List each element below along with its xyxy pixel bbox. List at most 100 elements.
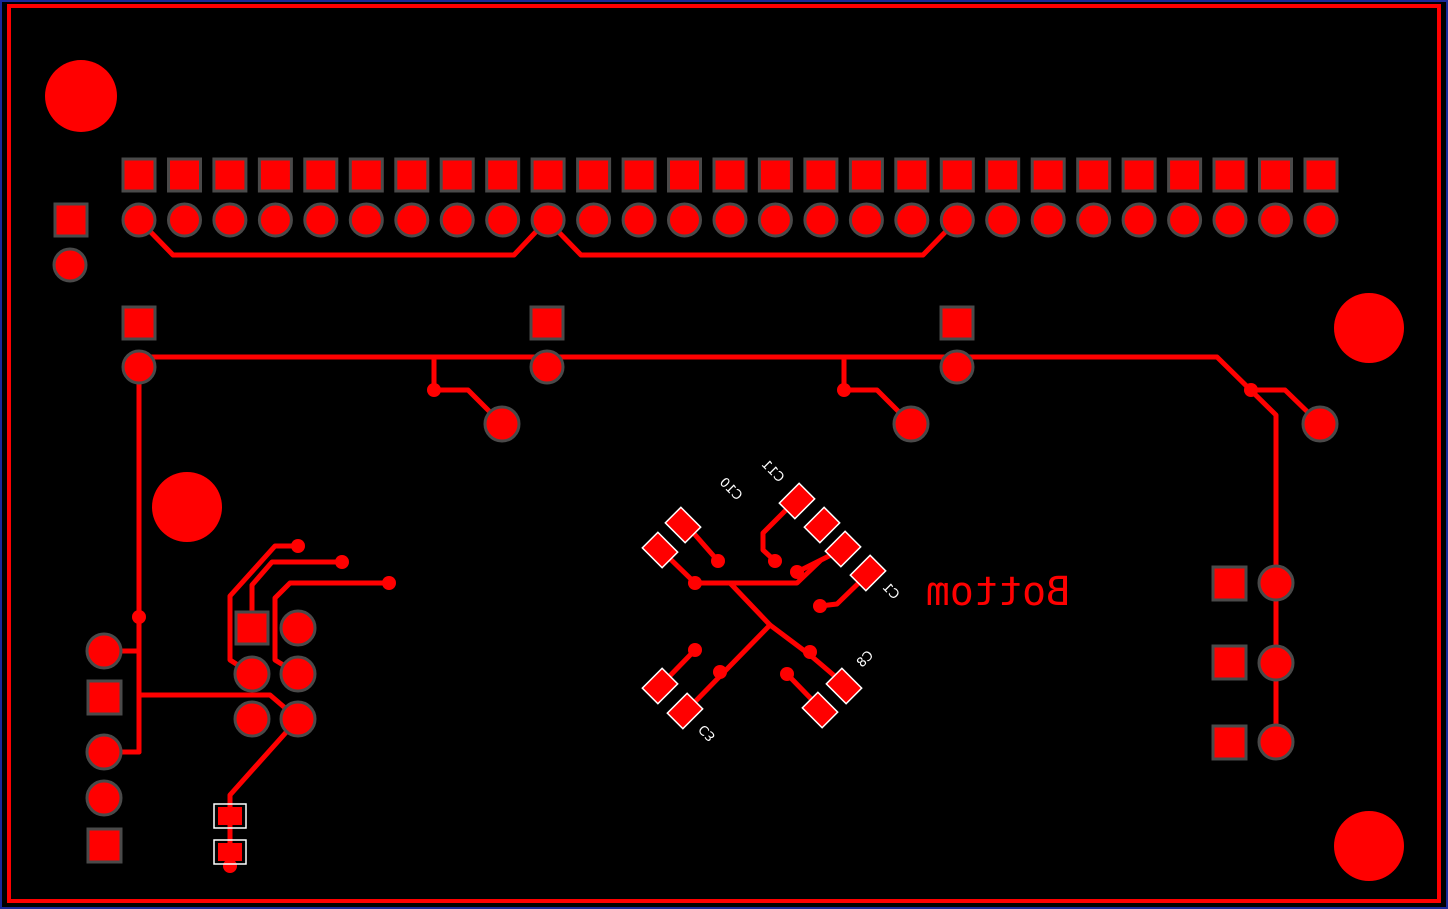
header-pad-round-15 <box>757 202 793 238</box>
silk-c1: C1 <box>879 580 902 603</box>
header-pad-square-19 <box>939 157 975 193</box>
header-pad-round-20 <box>985 202 1021 238</box>
conn-right-sq2 <box>1211 644 1248 681</box>
mounting-hole-bottom-right <box>1334 811 1404 881</box>
header-pad-round-5 <box>303 202 339 238</box>
header-pad-round-8 <box>439 202 475 238</box>
pad-square-2 <box>529 305 565 341</box>
pad-round-2 <box>529 349 565 385</box>
header-pad-square-1 <box>121 157 157 193</box>
header-pad-square-24 <box>1167 157 1203 193</box>
header-pad-round-1 <box>121 202 157 238</box>
header-pad-round-14 <box>712 202 748 238</box>
conn-right-rd3 <box>1257 723 1295 761</box>
header-pad-round-7 <box>394 202 430 238</box>
conn-right-sq3 <box>1211 724 1248 761</box>
pad-round-3 <box>939 349 975 385</box>
mounting-hole-left-middle <box>152 472 222 542</box>
header-pad-square-18 <box>894 157 930 193</box>
header-pad-square-21 <box>1030 157 1066 193</box>
pad-round-c <box>1301 405 1339 443</box>
header-pad-round-9 <box>485 202 521 238</box>
header-pad-square-14 <box>712 157 748 193</box>
header-pad-square-27 <box>1303 157 1339 193</box>
conn-right-rd1 <box>1257 564 1295 602</box>
header-pad-square-7 <box>394 157 430 193</box>
silk-c10: C10 <box>716 475 745 504</box>
header-pad-square-6 <box>348 157 384 193</box>
header-pad-square-4 <box>257 157 293 193</box>
header-pad-square-8 <box>439 157 475 193</box>
header-pad-square-16 <box>803 157 839 193</box>
silk-c11: C11 <box>758 457 787 486</box>
conn-right-rd2 <box>1257 644 1295 682</box>
header-pad-round-10 <box>530 202 566 238</box>
header-pad-round-26 <box>1258 202 1293 238</box>
pad-round-a <box>483 405 521 443</box>
hdr2x3-pin1 <box>234 610 270 646</box>
header-pad-square-22 <box>1076 157 1112 193</box>
mounting-hole-top-left <box>45 60 117 132</box>
header-pad-square-5 <box>303 157 339 193</box>
hdr2x3-pin2 <box>279 609 317 647</box>
header-pad-square-13 <box>667 157 702 193</box>
header-pad-round-13 <box>667 202 702 238</box>
header-square-pads <box>121 157 1339 193</box>
header-round-pads <box>121 202 1339 238</box>
header-pad-round-25 <box>1212 202 1248 238</box>
conn-right-sq1 <box>1211 565 1248 602</box>
header-pad-round-6 <box>348 202 384 238</box>
header-pad-square-20 <box>985 157 1021 193</box>
header-pad-square-9 <box>485 157 521 193</box>
header-pad-round-3 <box>212 202 248 238</box>
header-pad-round-4 <box>257 202 293 238</box>
header-pad-square-12 <box>621 157 657 193</box>
board-outline <box>7 4 1441 903</box>
header-pad-square-2 <box>167 157 202 193</box>
vias <box>132 383 1258 873</box>
header-pad-round-19 <box>939 202 975 238</box>
conn-left-pin4 <box>85 779 123 817</box>
component-pads <box>52 202 1339 864</box>
header-pad-round-17 <box>848 202 884 238</box>
header-pad-square-23 <box>1121 157 1157 193</box>
silk-c3: C3 <box>696 721 719 744</box>
header-pad-round-12 <box>621 202 657 238</box>
pad-round-left <box>52 247 88 283</box>
header-pad-round-27 <box>1303 202 1339 238</box>
pad-square-1 <box>121 305 157 341</box>
conn-left-pin5 <box>86 827 123 864</box>
conn-left-pin2 <box>86 679 123 716</box>
silk-c8: C8 <box>854 648 877 671</box>
header-pad-round-11 <box>576 202 612 238</box>
header-pad-square-11 <box>576 157 612 193</box>
header-pad-round-22 <box>1076 202 1112 238</box>
hdr2x3-pin3 <box>233 655 271 693</box>
header-pad-square-25 <box>1212 157 1248 193</box>
header-pad-round-21 <box>1030 202 1066 238</box>
header-pad-square-26 <box>1258 157 1293 193</box>
header-pad-square-15 <box>757 157 793 193</box>
smd-cap-cluster <box>641 482 887 730</box>
mounting-holes <box>45 60 1404 881</box>
header-pad-square-17 <box>848 157 884 193</box>
smd-cap-bottom-left <box>213 803 247 865</box>
header-pad-round-2 <box>167 202 202 238</box>
copper-traces <box>101 217 1323 869</box>
hdr2x3-pin4 <box>279 655 317 693</box>
mounting-hole-right-upper <box>1334 293 1404 363</box>
hdr2x3-pin5 <box>233 700 271 738</box>
header-pad-square-3 <box>212 157 248 193</box>
header-pad-round-16 <box>803 202 839 238</box>
header-pad-round-23 <box>1121 202 1157 238</box>
pad-round-b <box>892 405 930 443</box>
header-pad-round-18 <box>894 202 930 238</box>
pad-square-3 <box>939 305 975 341</box>
layer-label: Bottom <box>926 569 1071 615</box>
pad-square-left <box>53 202 89 238</box>
conn-left-pin3 <box>85 733 123 771</box>
header-pad-round-24 <box>1167 202 1203 238</box>
